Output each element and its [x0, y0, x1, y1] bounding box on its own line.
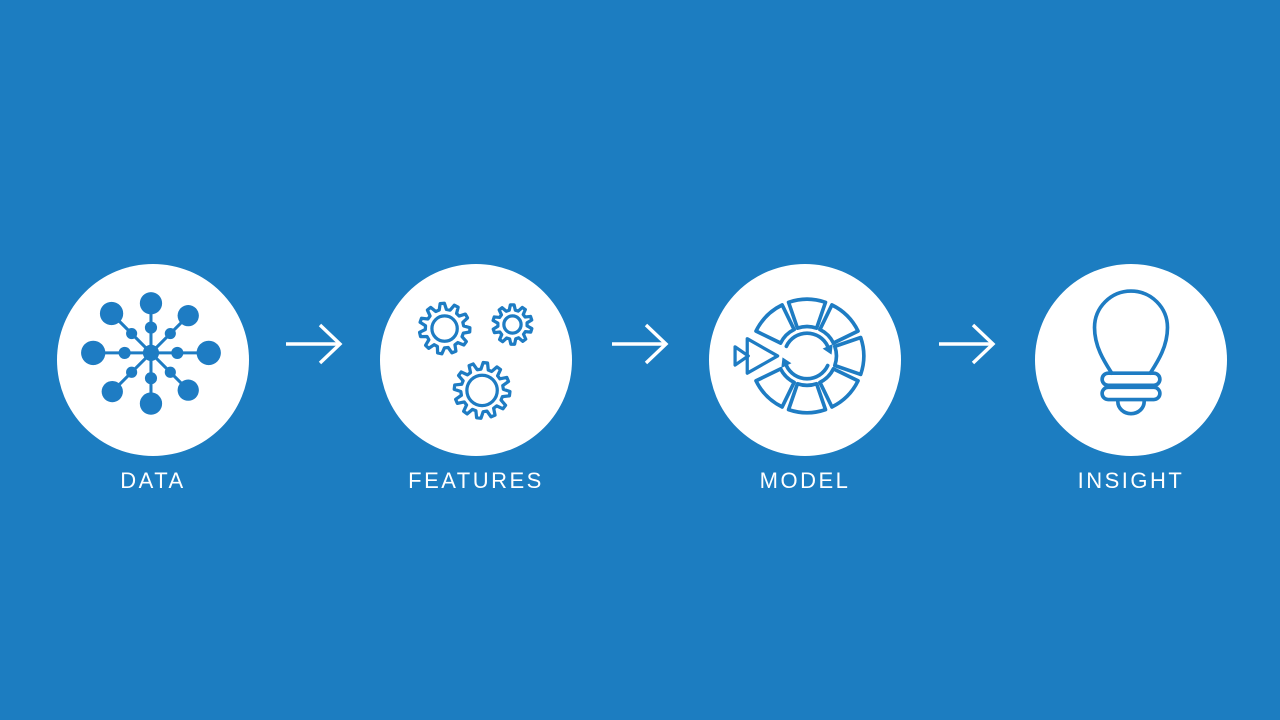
lightbulb-icon — [1092, 289, 1170, 416]
model-cycle-icon — [733, 297, 866, 415]
data-circle — [57, 264, 249, 456]
stage-label-model: MODEL — [759, 468, 851, 493]
arrow-right-icon — [612, 323, 669, 365]
arrow-right-icon — [939, 323, 996, 365]
stage-data: DATA — [57, 264, 249, 494]
stage-label-features: FEATURES — [408, 468, 544, 493]
gears-icon — [417, 301, 534, 420]
insight-circle — [1035, 264, 1227, 456]
stage-model: MODEL — [709, 264, 901, 494]
model-circle — [709, 264, 901, 456]
stage-label-insight: INSIGHT — [1077, 468, 1185, 493]
features-circle — [380, 264, 572, 456]
data-network-icon — [81, 292, 221, 415]
stage-insight: INSIGHT — [1035, 264, 1227, 494]
arrow-right-icon — [286, 323, 343, 365]
stage-features: FEATURES — [380, 264, 572, 494]
stage-label-data: DATA — [120, 468, 186, 493]
